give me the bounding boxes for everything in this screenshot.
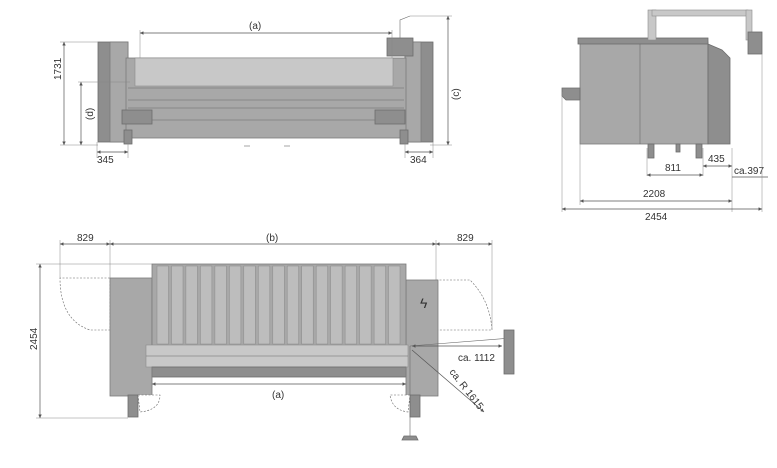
top-r1615-dim-line xyxy=(411,349,485,413)
front-left-column-inner xyxy=(109,41,129,143)
top-dim-a-label: (a) xyxy=(272,390,284,401)
side-top-cap xyxy=(577,37,709,45)
top-right-leg-swing xyxy=(389,394,411,413)
side-view: 811 435 ca.397 2208 2454 xyxy=(561,9,768,223)
front-dim-c-label: (c) xyxy=(451,88,462,100)
side-arm-horizontal xyxy=(651,9,749,17)
top-left-leg xyxy=(127,394,139,418)
side-dim-2454-label: 2454 xyxy=(645,212,668,223)
front-left-drive xyxy=(121,109,153,125)
top-dim-b-label: (b) xyxy=(266,233,278,244)
front-view: (a) 1731 (d) (c) 345 364 xyxy=(53,15,462,166)
top-left-door-swing xyxy=(59,277,111,331)
side-panel-screen xyxy=(747,31,763,55)
roller-slat xyxy=(373,265,386,345)
front-right-foot xyxy=(399,129,409,145)
top-clearance-left-829-label: 829 xyxy=(77,233,94,244)
top-right-door-swing xyxy=(435,279,493,331)
roller-slat xyxy=(171,265,184,345)
front-height-1731-label: 1731 xyxy=(53,57,64,80)
top-view: ϟ 829 (b) 829 2454 (a) ca. 1112 xyxy=(29,233,515,441)
side-dim-ca397-label: ca.397 xyxy=(734,166,764,177)
side-leg-1 xyxy=(647,143,655,159)
roller-slat xyxy=(388,265,401,345)
roller-slat xyxy=(200,265,213,345)
roller-slat xyxy=(359,265,372,345)
roller-slat xyxy=(185,265,198,345)
side-rear-panel xyxy=(707,43,731,145)
front-right-drive xyxy=(374,109,406,125)
front-foot-345-label: 345 xyxy=(97,155,114,166)
roller-slat xyxy=(330,265,343,345)
top-warning-symbol: ϟ xyxy=(420,295,428,311)
side-dim-2208-label: 2208 xyxy=(643,189,666,200)
front-foot-364-label: 364 xyxy=(410,155,427,166)
top-right-housing xyxy=(405,279,439,397)
top-right-leg xyxy=(409,394,421,418)
roller-slat xyxy=(344,265,357,345)
side-leg-3 xyxy=(695,143,703,159)
roller-slat xyxy=(229,265,242,345)
roller-slat xyxy=(258,265,271,345)
front-left-foot xyxy=(123,129,133,145)
top-ca-radius-1615-label: ca. R 1615 xyxy=(447,367,486,412)
roller-slat xyxy=(315,265,328,345)
top-depth-2454-label: 2454 xyxy=(29,327,40,350)
roller-slat xyxy=(301,265,314,345)
side-dim-811-label: 811 xyxy=(665,163,681,174)
roller-slat xyxy=(156,265,169,345)
front-dim-a-label: (a) xyxy=(249,21,261,32)
front-control-panel xyxy=(386,37,414,57)
roller-slat xyxy=(286,265,299,345)
front-panel-arm xyxy=(399,15,411,38)
top-ca-1112-label: ca. 1112 xyxy=(458,353,495,364)
top-roller-slats xyxy=(156,265,401,345)
front-right-column-inner xyxy=(404,41,422,143)
top-front-rail xyxy=(151,366,407,378)
side-dim-435-label: 435 xyxy=(708,154,725,165)
top-left-housing xyxy=(109,277,153,397)
top-clearance-right-829-label: 829 xyxy=(457,233,474,244)
side-leg-2 xyxy=(675,143,681,153)
side-main-body xyxy=(579,41,709,145)
front-dim-d-label: (d) xyxy=(85,108,96,120)
top-control-base xyxy=(401,435,419,441)
roller-slat xyxy=(243,265,256,345)
side-front-table xyxy=(561,87,581,101)
roller-slat xyxy=(214,265,227,345)
top-control-panel xyxy=(503,329,515,375)
roller-slat xyxy=(272,265,285,345)
front-roller xyxy=(134,57,394,87)
top-left-leg-swing xyxy=(137,394,161,413)
